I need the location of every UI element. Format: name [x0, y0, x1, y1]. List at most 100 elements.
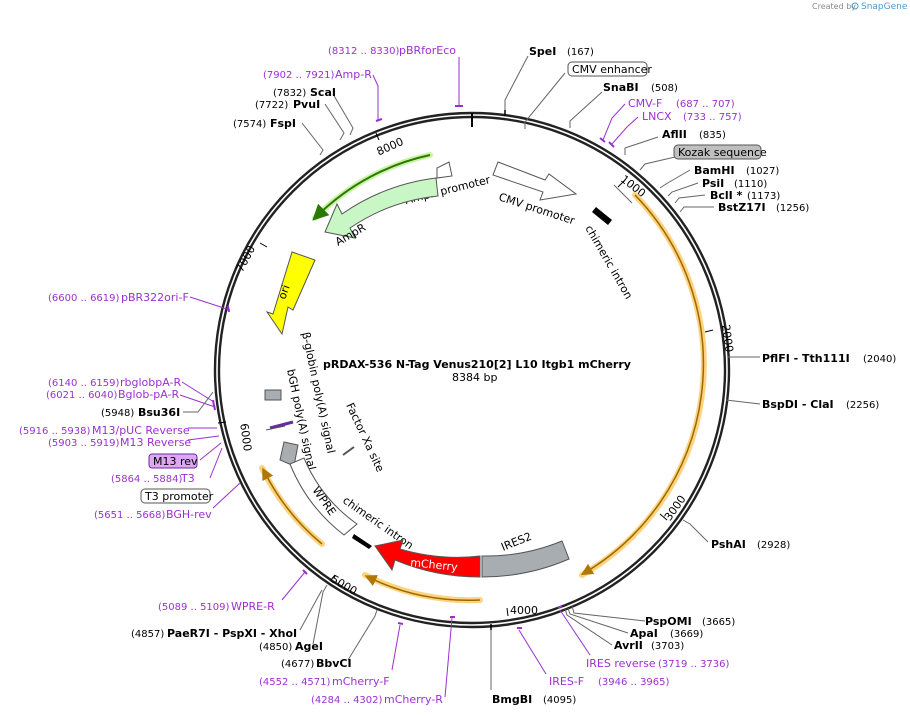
- cmv-promoter-arrow: [492, 161, 578, 201]
- primer-cmvf[interactable]: CMV-F: [628, 97, 662, 110]
- enzyme-bamhi[interactable]: BamHI: [694, 164, 735, 177]
- t3-promoter-label: T3 promoter: [144, 490, 214, 503]
- enzyme-psii-pos: (1110): [734, 179, 767, 190]
- enzyme-aflii[interactable]: AflII: [662, 128, 687, 141]
- enzyme-fspi-pos: (7574): [233, 119, 266, 130]
- primer-rbglobpa[interactable]: rbglobpA-R: [120, 376, 181, 389]
- enzyme-snabi-pos: (508): [651, 83, 678, 94]
- primer-bghrev-pos: (5651 .. 5668): [94, 510, 166, 521]
- primer-bghrev[interactable]: BGH-rev: [166, 508, 212, 521]
- tick-7000: 7000: [233, 243, 258, 274]
- plasmid-length: 8384 bp: [452, 371, 497, 384]
- ires2-label: IRES2: [499, 530, 533, 554]
- enzyme-bcli[interactable]: BclI *: [710, 189, 743, 202]
- leader-lines: [183, 55, 761, 690]
- primer-mcherryr[interactable]: mCherry-R: [384, 693, 443, 706]
- enzyme-pshai-pos: (2928): [757, 540, 790, 551]
- primer-bglobpa[interactable]: Bglob-pA-R: [118, 388, 180, 401]
- primer-cmvf-pos: (687 .. 707): [676, 99, 735, 110]
- kozak-box: [673, 144, 762, 160]
- primer-ampr-pos: (7902 .. 7921): [263, 70, 335, 81]
- cmv-enhancer-label: CMV enhancer: [572, 63, 652, 76]
- beta-globin-polya-box: [264, 389, 282, 401]
- tick-2000: 2000: [719, 324, 736, 354]
- enzyme-paer7i-pos: (4857): [131, 629, 164, 640]
- wpre-box: [289, 457, 358, 536]
- primer-bglobpa-pos: (6021 .. 6040): [46, 390, 118, 401]
- ampr-promoter-arrow: [436, 161, 453, 179]
- enzyme-psii[interactable]: PsiI: [702, 177, 724, 190]
- ori-label: ori: [276, 283, 293, 301]
- orf-arc-right: [580, 194, 705, 576]
- orf-arc-left: [262, 467, 323, 545]
- plasmid-title: pRDAX-536 N-Tag Venus210[2] L10 Itgb1 mC…: [323, 358, 631, 371]
- primer-t3-pos: (5864 .. 5884): [111, 474, 183, 485]
- primer-iresrev-pos: (3719 .. 3736): [658, 659, 730, 670]
- primer-pbrforeco-pos: (8312 .. 8330): [328, 46, 400, 57]
- primer-iresf-pos: (3946 .. 3965): [598, 677, 670, 688]
- enzyme-pvui[interactable]: PvuI: [293, 98, 320, 111]
- primer-pbrforeco[interactable]: pBRforEco: [399, 44, 456, 57]
- enzyme-bstz17i[interactable]: BstZ17I: [718, 201, 766, 214]
- enzyme-paer7i[interactable]: PaeR7I - PspXI - XhoI: [167, 627, 297, 640]
- enzyme-avrii[interactable]: AvrII: [614, 639, 643, 652]
- primer-m13puc[interactable]: M13/pUC Reverse: [92, 424, 190, 437]
- enzyme-agei-pos: (4850): [259, 642, 292, 653]
- primer-marks: [212, 105, 615, 629]
- factor-xa-label: Factor Xa site: [343, 401, 386, 475]
- enzyme-bspdi[interactable]: BspDI - ClaI: [762, 398, 834, 411]
- primer-lncx-pos: (733 .. 757): [683, 112, 742, 123]
- primer-t3[interactable]: T3: [180, 472, 195, 485]
- enzyme-snabi[interactable]: SnaBI: [603, 81, 639, 94]
- enzyme-fspi[interactable]: FspI: [270, 117, 296, 130]
- enzyme-bstz17i-pos: (1256): [776, 203, 809, 214]
- enzyme-apai[interactable]: ApaI: [630, 627, 658, 640]
- primer-m13rev-pos: (5903 .. 5919): [48, 438, 120, 449]
- enzyme-pspomi[interactable]: PspOMI: [645, 615, 692, 628]
- boxed-labels: CMV enhancer Kozak sequence M13 rev T3 p…: [140, 61, 767, 504]
- m13-rev-label: M13 rev: [153, 455, 198, 468]
- primer-mcherryf[interactable]: mCherry-F: [332, 675, 390, 688]
- primer-labels: pBRforEco (8312 .. 8330) Amp-R (7902 .. …: [19, 44, 742, 706]
- enzyme-bbvci-pos: (4677): [281, 659, 314, 670]
- tick-4000: 4000: [510, 604, 538, 617]
- chimeric-intron-top-label: chimeric intron: [582, 223, 635, 301]
- enzyme-bsu36i[interactable]: Bsu36I: [138, 406, 180, 419]
- enzyme-avrii-pos: (3703): [651, 641, 684, 652]
- enzyme-agei[interactable]: AgeI: [295, 640, 323, 653]
- enzyme-bsu36i-pos: (5948): [101, 408, 134, 419]
- primer-iresrev[interactable]: IRES reverse: [586, 657, 656, 670]
- enzyme-pspomi-pos: (3665): [702, 617, 735, 628]
- primer-rbglobpa-pos: (6140 .. 6159): [48, 378, 120, 389]
- primer-mcherryr-pos: (4284 .. 4302): [311, 695, 383, 706]
- green-orf-arc: [312, 154, 431, 221]
- primer-iresf[interactable]: IRES-F: [549, 675, 584, 688]
- snapgene-brand: SnapGene: [861, 2, 908, 12]
- mcherry-label: mCherry: [410, 556, 459, 574]
- enzyme-labels: SpeI (167) SnaBI (508) AflII (835) BamHI…: [101, 45, 896, 706]
- mcherry-arrow: [374, 539, 481, 578]
- enzyme-spei[interactable]: SpeI: [529, 45, 556, 58]
- tick-6000: 6000: [237, 423, 254, 453]
- chimeric-intron-top-mark: [592, 207, 612, 225]
- enzyme-pflfi[interactable]: PflFI - Tth111I: [762, 352, 850, 365]
- enzyme-spei-pos: (167): [567, 47, 594, 58]
- ires2-box: [481, 540, 570, 578]
- credit-text: Created by: [812, 2, 856, 11]
- primer-mcherryf-pos: (4552 .. 4571): [259, 677, 331, 688]
- primer-ampr[interactable]: Amp-R: [335, 68, 372, 81]
- enzyme-bmgbi-pos: (4095): [543, 695, 576, 706]
- primer-m13puc-pos: (5916 .. 5938): [19, 426, 91, 437]
- primer-pbr322ori[interactable]: pBR322ori-F: [121, 291, 189, 304]
- primer-m13rev[interactable]: M13 Reverse: [120, 436, 191, 449]
- enzyme-scai[interactable]: ScaI: [310, 86, 336, 99]
- primer-wprer[interactable]: WPRE-R: [231, 600, 275, 613]
- primer-lncx[interactable]: LNCX: [642, 110, 672, 123]
- orf-arc-bottom: [364, 575, 481, 602]
- enzyme-bmgbi[interactable]: BmgBI: [492, 693, 532, 706]
- enzyme-bbvci[interactable]: BbvCI: [316, 657, 352, 670]
- enzyme-pshai[interactable]: PshAI: [711, 538, 746, 551]
- t3-promoter-box: [140, 488, 211, 504]
- enzyme-scai-pos: (7832): [273, 88, 306, 99]
